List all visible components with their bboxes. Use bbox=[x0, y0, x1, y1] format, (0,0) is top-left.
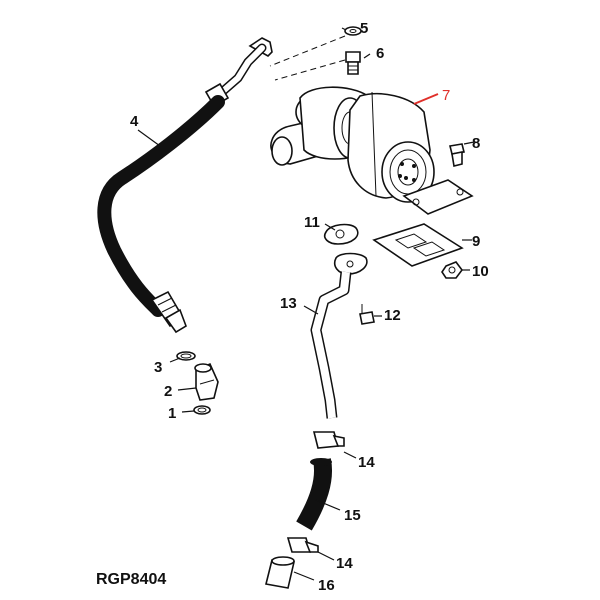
callout-16: 16 bbox=[318, 577, 335, 594]
part-9-gasket[interactable] bbox=[372, 223, 472, 267]
part-3-o-ring[interactable] bbox=[169, 351, 196, 363]
figure-code: RGP8404 bbox=[96, 571, 166, 588]
callout-15: 15 bbox=[344, 507, 361, 524]
part-13-oil-return-tube[interactable] bbox=[303, 252, 368, 419]
callout-7: 7 bbox=[442, 87, 450, 104]
part-7-turbocharger[interactable] bbox=[270, 86, 474, 215]
callout-14-lower: 14 bbox=[336, 555, 353, 572]
part-6-fitting[interactable] bbox=[345, 51, 361, 75]
part-12-bolt[interactable] bbox=[359, 304, 382, 325]
callout-7-leader bbox=[413, 93, 439, 105]
part-14-clamp-upper[interactable] bbox=[312, 431, 357, 459]
callout-2: 2 bbox=[164, 383, 172, 400]
callout-6: 6 bbox=[376, 45, 384, 62]
part-5-washer[interactable] bbox=[344, 26, 362, 36]
part-1-o-ring[interactable] bbox=[181, 405, 211, 415]
part-15-hose[interactable] bbox=[296, 458, 341, 531]
callout-4: 4 bbox=[130, 113, 139, 130]
callout-12: 12 bbox=[384, 307, 401, 324]
callout-5: 5 bbox=[360, 20, 368, 37]
callout-13: 13 bbox=[280, 295, 297, 312]
part-10-nut[interactable] bbox=[441, 261, 470, 279]
part-14-clamp-lower[interactable] bbox=[286, 537, 335, 561]
callout-11: 11 bbox=[304, 214, 320, 231]
part-4-oil-hose[interactable] bbox=[97, 37, 273, 334]
callout-14-upper: 14 bbox=[358, 454, 375, 471]
callout-10: 10 bbox=[472, 263, 489, 280]
part-2-elbow-fitting[interactable] bbox=[177, 362, 219, 401]
callout-3: 3 bbox=[154, 359, 162, 376]
callout-1: 1 bbox=[168, 405, 176, 422]
part-8-bolt[interactable] bbox=[449, 141, 475, 167]
part-16-adapter[interactable] bbox=[265, 556, 315, 589]
part-11-gasket[interactable] bbox=[323, 223, 359, 245]
callout-9: 9 bbox=[472, 233, 480, 250]
callout-8: 8 bbox=[472, 135, 480, 152]
